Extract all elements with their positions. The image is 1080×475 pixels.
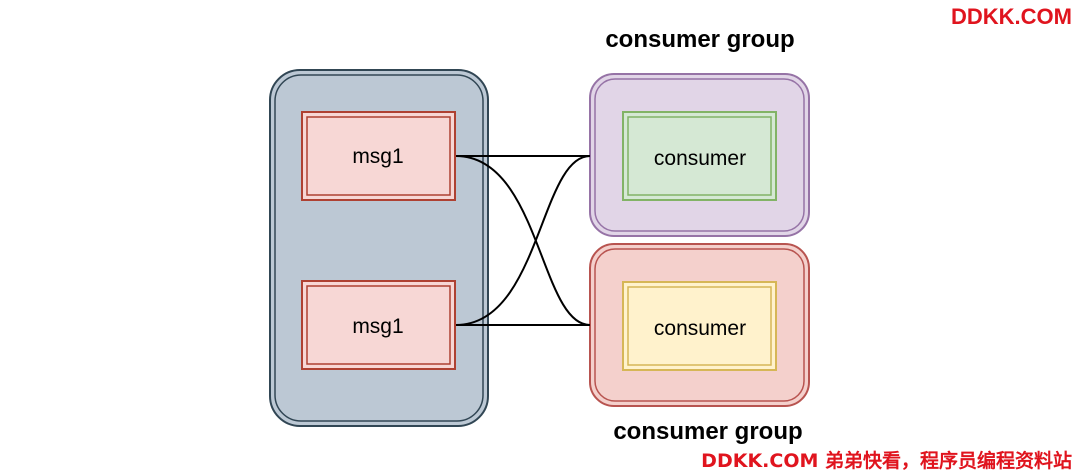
consumer-group-label-1: consumer group bbox=[605, 26, 794, 53]
message-label-1: msg1 bbox=[352, 145, 403, 168]
message-label-2: msg1 bbox=[352, 315, 403, 338]
watermark-top: DDKK.COM bbox=[951, 4, 1072, 29]
watermark-bottom: DDKK.COM 弟弟快看，程序员编程资料站 bbox=[701, 450, 1072, 472]
consumer-group-2: consumer bbox=[589, 243, 810, 407]
consumer-node-2: consumer bbox=[622, 281, 777, 371]
message-node-2: msg1 bbox=[301, 280, 456, 370]
consumer-group-1: consumer bbox=[589, 73, 810, 237]
consumer-label-2: consumer bbox=[654, 317, 746, 340]
consumer-label-1: consumer bbox=[654, 147, 746, 170]
consumer-group-label-2: consumer group bbox=[613, 418, 802, 445]
message-node-1: msg1 bbox=[301, 111, 456, 201]
edge-msg2-group1 bbox=[455, 155, 591, 326]
consumer-node-1: consumer bbox=[622, 111, 777, 201]
connectors bbox=[455, 155, 591, 326]
